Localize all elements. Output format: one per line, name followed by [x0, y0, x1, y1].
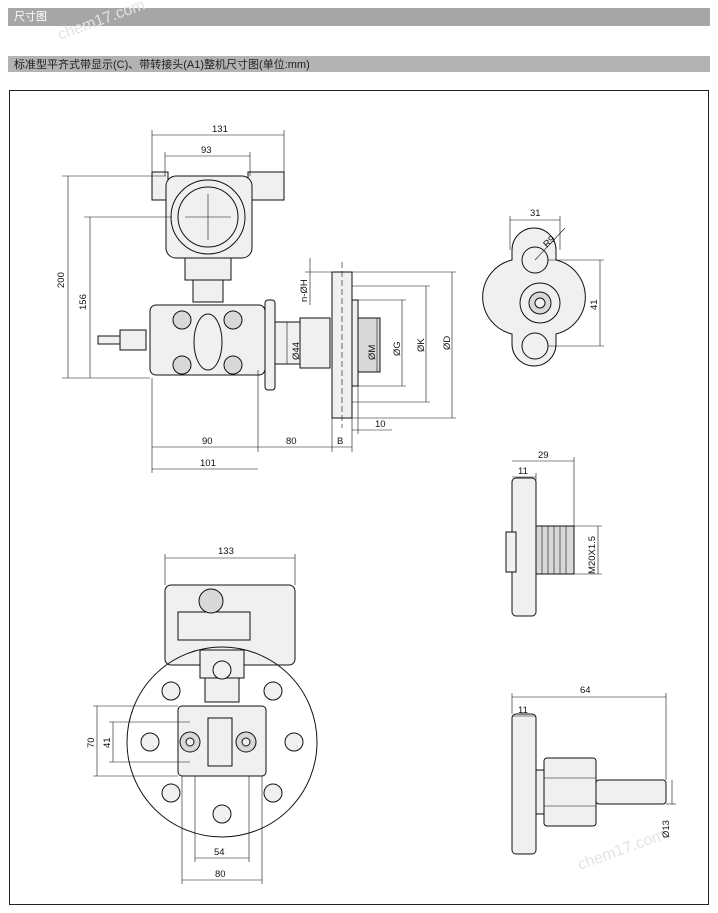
long-adapter-view: 64 11 Ø13 — [511, 685, 676, 855]
dim-31: 31 — [530, 208, 541, 219]
dim-101: 101 — [200, 458, 216, 469]
section-title-bar: 尺寸图 — [8, 8, 710, 26]
dim-dd: ØD — [442, 336, 453, 350]
dim-131: 131 — [212, 124, 228, 135]
extension-tube — [274, 321, 301, 365]
round-flange — [126, 646, 318, 838]
dim-90: 90 — [202, 436, 213, 447]
long-adapter-hex — [543, 757, 597, 827]
long-adapter-stem — [595, 779, 667, 805]
housing-cover-inner — [177, 186, 239, 248]
adapter-side-view: 29 11 M20X1.5 — [505, 450, 602, 617]
diaphragm — [357, 317, 381, 373]
section-title: 尺寸图 — [14, 11, 47, 23]
dim-10: 10 — [375, 419, 386, 430]
dim-11-b: 11 — [518, 705, 528, 716]
dim-dg: ØG — [392, 341, 403, 356]
dim-d44: Ø44 — [291, 342, 302, 360]
process-flange — [264, 299, 276, 391]
adapter-thread — [535, 525, 575, 575]
dim-133: 133 — [218, 546, 234, 557]
flush-adapter — [299, 317, 331, 369]
dim-dk: ØK — [416, 338, 427, 352]
dim-80-front: 80 — [215, 869, 226, 880]
cable-gland-right — [247, 171, 285, 201]
vent-stem — [97, 335, 121, 345]
vent-valve — [119, 329, 147, 351]
housing-neck — [184, 257, 232, 281]
side-view: 131 93 200 156 90 80 B 101 10 n-ØH — [56, 124, 456, 473]
dim-dm: ØM — [367, 345, 378, 360]
oval-flange-view: 31 R9 41 — [482, 208, 604, 367]
dim-64: 64 — [580, 685, 591, 696]
dim-156: 156 — [78, 294, 89, 310]
dim-n-h: n-ØH — [299, 279, 310, 302]
dim-41-top: 41 — [589, 299, 600, 310]
dim-b: B — [337, 436, 343, 447]
dim-54: 54 — [214, 847, 225, 858]
dim-70: 70 — [86, 737, 97, 748]
dim-93: 93 — [201, 145, 212, 156]
watermark-bottom: chem17.com — [576, 826, 668, 873]
neck-stem — [192, 279, 224, 303]
dim-29: 29 — [538, 450, 549, 461]
front-view: 133 70 41 54 80 — [86, 546, 318, 884]
dim-41-front: 41 — [102, 737, 113, 748]
display-window — [177, 611, 251, 641]
watermark-top: chem17.com — [56, 0, 148, 44]
dim-thread: M20X1.5 — [587, 536, 598, 574]
long-adapter-flange — [511, 713, 537, 855]
dim-d13: Ø13 — [661, 820, 672, 838]
dim-11-a: 11 — [518, 466, 528, 477]
drawing-frame — [9, 90, 709, 905]
drawing-subtitle: 标准型平齐式带显示(C)、带转接头(A1)整机尺寸图(单位:mm) — [14, 59, 310, 71]
dim-80: 80 — [286, 436, 297, 447]
dim-200: 200 — [56, 272, 67, 288]
subtitle-bar: 标准型平齐式带显示(C)、带转接头(A1)整机尺寸图(单位:mm) — [8, 56, 710, 72]
